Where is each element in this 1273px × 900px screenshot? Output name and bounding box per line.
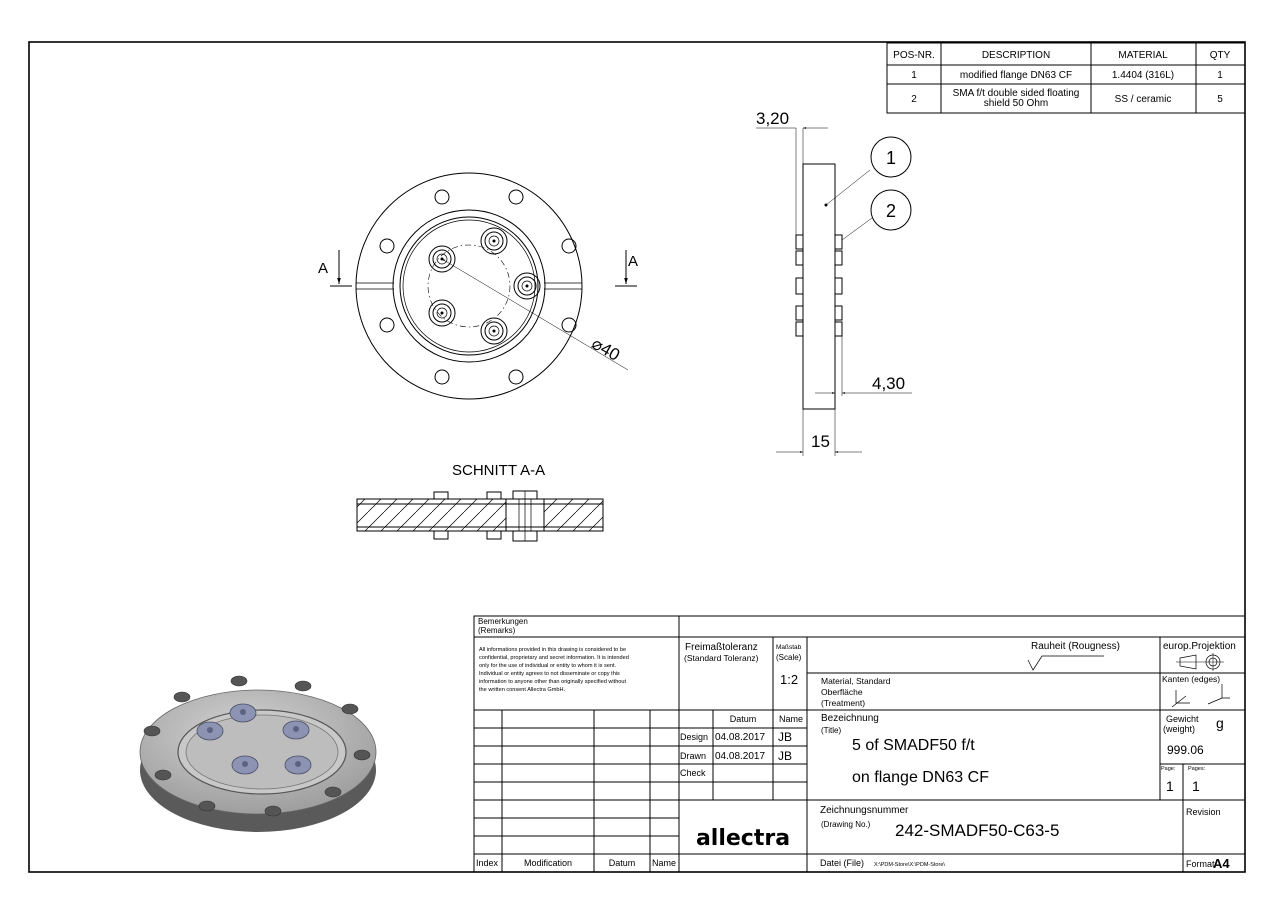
bom-header-description: DESCRIPTION [982,50,1050,61]
remarks-sub: (Remarks) [478,626,516,635]
bom-header-pos: POS-NR. [893,50,935,61]
projection-label: europ.Projektion [1163,641,1236,652]
sma-connectors-front [428,227,541,345]
bom-row1-material: 1.4404 (316L) [1112,70,1174,81]
rev-header-datum: Datum [609,858,636,868]
material-label: Material, Standard [821,676,891,686]
drawing-no-label: Zeichnungsnummer [820,805,909,816]
rev-header-modification: Modification [524,858,572,868]
side-view: 3,20 4,30 15 1 2 [756,109,912,456]
revision-label: Revision [1186,807,1221,817]
section-mark-left: A [318,260,328,277]
bom-row1-description: modified flange DN63 CF [960,70,1072,81]
roughness-symbol [1027,655,1104,671]
company-logo: allectra [696,826,790,851]
scale-sub: (Scale) [776,653,802,662]
file-label: Datei (File) [820,858,864,868]
title-block: Bemerkungen (Remarks) All informations p… [473,615,1246,873]
projection-symbol [1176,653,1224,671]
weight-value: 999.06 [1167,743,1204,757]
tolerance-sub: (Standard Toleranz) [684,653,759,663]
bom-table: POS-NR. DESCRIPTION MATERIAL QTY 1 modif… [886,42,1246,114]
weight-label: Gewicht [1166,714,1199,724]
svg-text:the written consent Allectra G: the written consent Allectra GmbH. [479,687,566,693]
bom-row1-pos: 1 [911,70,917,81]
edges-symbol [1171,684,1230,708]
file-path: X:\PDM-Store\X:\PDM-Store\ [874,862,945,868]
bom-row2-qty: 5 [1217,94,1223,105]
bom-row2-material: SS / ceramic [1115,94,1172,105]
check-label: Check [680,768,706,778]
title-sub: (Title) [821,726,841,735]
dim-top: 3,20 [756,109,789,128]
remarks-text: All informations provided in this drawin… [479,647,629,693]
col-name: Name [779,714,803,724]
title-line1: 5 of SMADF50 f/t [852,737,975,754]
bom-row2-pos: 2 [911,94,917,105]
svg-text:only for the use of individual: only for the use of individual or entity… [479,663,617,669]
drawing-no: 242-SMADF50-C63-5 [895,821,1059,840]
balloon-2 [870,189,912,231]
balloon-1 [870,136,912,178]
scale-value: 1:2 [780,672,798,687]
balloon-1-label: 1 [886,148,896,168]
title-label: Bezeichnung [821,713,879,724]
remarks-title: Bemerkungen [478,617,528,626]
weight-sub: (weight) [1163,724,1195,734]
drawn-label: Drawn [680,751,706,761]
scale-title: Maßstab [776,644,802,651]
svg-text:confidential, proprietary and: confidential, proprietary and secret inf… [479,655,629,661]
drawing-no-sub: (Drawing No.) [821,820,871,829]
col-datum: Datum [730,714,757,724]
drawn-date: 04.08.2017 [715,751,765,762]
bom-row2-description-line1: SMA f/t double sided floating [953,88,1080,99]
edges-label: Kanten (edges) [1162,674,1220,684]
svg-text:Individual or entity agrees to: Individual or entity agrees to not disse… [479,671,620,677]
rev-header-index: Index [476,858,499,868]
dim-right: 4,30 [872,374,905,393]
diameter-label: ⌀40 [588,334,623,365]
bom-header-qty: QTY [1210,50,1231,61]
pages-label: Pages: [1188,766,1206,772]
section-title: SCHNITT A-A [452,462,545,479]
svg-text:information to anyone other th: information to anyone other than origina… [479,679,627,685]
tolerance-title: Freimaßtoleranz [685,642,758,653]
page-value: 1 [1166,778,1174,794]
roughness-label: Rauheit (Rougness) [1031,641,1120,652]
design-date: 04.08.2017 [715,732,765,743]
format-value: A4 [1213,856,1230,871]
weight-unit: g [1216,715,1224,731]
bolt-holes [379,189,577,385]
bom-row2-description-line2: shield 50 Ohm [984,98,1048,109]
front-view: A A ⌀40 [318,172,638,400]
balloon-2-label: 2 [886,201,896,221]
design-label: Design [680,732,708,742]
format-label: Format [1186,859,1215,869]
svg-text:All informations provided in t: All informations provided in this drawin… [479,647,626,653]
treatment-label: (Treatment) [821,698,865,708]
drawn-name: JB [778,749,792,763]
page-label: Page: [1161,766,1176,772]
bom-header-material: MATERIAL [1118,50,1168,61]
section-mark-right: A [628,253,638,270]
pages-value: 1 [1192,778,1200,794]
surface-label: Oberfläche [821,687,863,697]
title-line2: on flange DN63 CF [852,769,989,786]
dim-bottom: 15 [811,432,830,451]
section-view: SCHNITT A-A [356,462,604,542]
bom-row1-qty: 1 [1217,70,1223,81]
design-name: JB [778,730,792,744]
isometric-render [139,675,377,832]
rev-header-name: Name [652,858,676,868]
